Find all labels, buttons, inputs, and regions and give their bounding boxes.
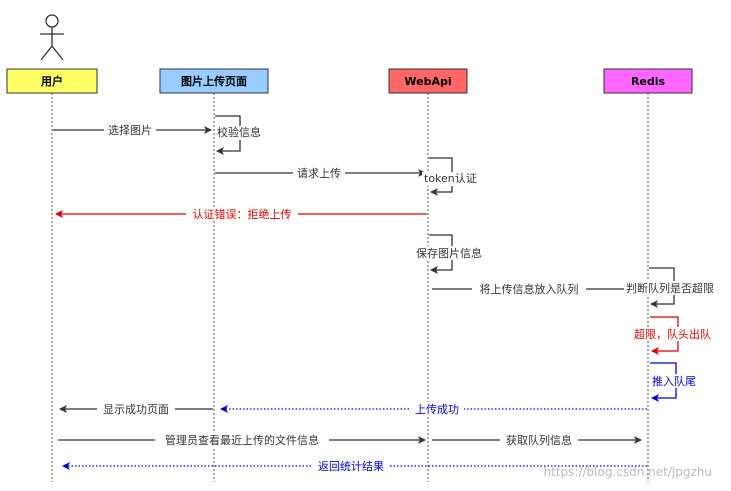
participant-webapi: WebApi [388, 68, 468, 94]
selfcall-push-tail-label: 推入队尾 [652, 374, 696, 388]
selfcall-dequeue-head: 超限，队头出队 [632, 316, 722, 355]
selfcall-save-image-info: 保存图片信息 [414, 234, 490, 274]
participant-user: 用户 [6, 68, 98, 94]
message-return-stats: 返回统计结果 [62, 459, 647, 473]
message-enqueue-label: 将上传信息放入队列 [480, 282, 579, 296]
selfcall-check-queue-limit: 判断队列是否超限 [624, 267, 724, 308]
message-return-stats-label: 返回统计结果 [318, 460, 384, 473]
selfcall-push-tail: 推入队尾 [650, 362, 704, 402]
participant-webapi-label: WebApi [404, 75, 451, 88]
selfcall-dequeue-head-label: 超限，队头出队 [634, 327, 711, 341]
participant-page: 图片上传页面 [159, 68, 269, 94]
selfcall-token-auth-label: token认证 [424, 172, 477, 185]
message-admin-view: 管理员查看最近上传的文件信息 [58, 433, 426, 447]
message-select-image-label: 选择图片 [108, 123, 152, 137]
message-get-queue-info: 获取队列信息 [432, 433, 642, 447]
participant-page-label: 图片上传页面 [181, 74, 247, 88]
message-request-upload-label: 请求上传 [297, 167, 341, 180]
participant-redis: Redis [603, 68, 693, 94]
stick-figure-icon [40, 14, 64, 61]
message-request-upload: 请求上传 [215, 166, 426, 180]
selfcall-token-auth: token认证 [422, 157, 484, 196]
selfcall-check-queue-limit-label: 判断队列是否超限 [626, 281, 714, 295]
selfcall-validate-label: 校验信息 [217, 125, 261, 139]
message-auth-error-label: 认证错误：拒绝上传 [193, 207, 292, 221]
message-enqueue: 将上传信息放入队列 [432, 282, 646, 296]
watermark: https://blog.csdn.net/jpgzhu [544, 465, 712, 479]
message-show-success-page-label: 显示成功页面 [103, 403, 169, 416]
message-select-image: 选择图片 [53, 123, 212, 137]
message-auth-error: 认证错误：拒绝上传 [55, 207, 427, 221]
message-show-success-page: 显示成功页面 [59, 402, 213, 416]
selfcall-save-image-info-label: 保存图片信息 [416, 246, 482, 260]
message-upload-success-label: 上传成功 [415, 403, 459, 416]
message-upload-success: 上传成功 [220, 402, 647, 416]
participant-user-label: 用户 [41, 74, 63, 88]
participant-redis-label: Redis [631, 75, 666, 88]
message-get-queue-info-label: 获取队列信息 [506, 433, 572, 447]
selfcall-validate: 校验信息 [215, 115, 266, 155]
message-admin-view-label: 管理员查看最近上传的文件信息 [165, 433, 319, 447]
